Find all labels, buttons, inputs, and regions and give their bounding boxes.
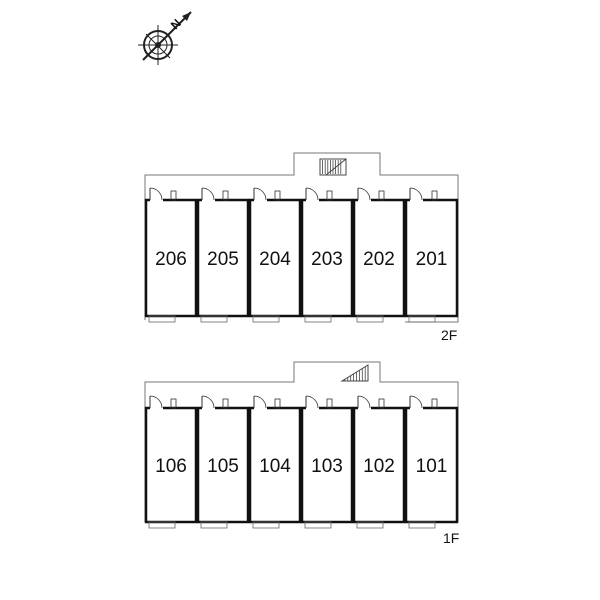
unit-104: 104 [248,395,302,529]
door-icon [409,395,423,409]
unit-102: 102 [352,395,406,529]
floor-label-2f: 2F [441,327,457,343]
unit-103: 103 [300,395,354,529]
unit-number: 202 [363,249,395,270]
unit-number: 101 [416,456,448,477]
unit-205: 205 [196,187,250,323]
door-icon [253,395,267,409]
door-icon [253,187,267,201]
door-icon [201,187,215,201]
compass: N [138,11,192,65]
door-icon [149,395,163,409]
door-icon [409,187,423,201]
unit-number: 106 [155,456,187,477]
door-icon [201,395,215,409]
compass-north-label: N [168,16,184,32]
unit-number: 203 [311,249,343,270]
unit-number: 104 [259,456,291,477]
door-icon [357,395,371,409]
door-icon [149,187,163,201]
unit-number: 103 [311,456,343,477]
corridor-outline-1f [144,361,459,522]
unit-number: 102 [363,456,395,477]
unit-number: 201 [416,249,448,270]
floor-2f: 206 205 204 203 202 201 [144,152,459,323]
unit-202: 202 [352,187,406,323]
unit-206: 206 [144,187,198,323]
unit-204: 204 [248,187,302,323]
unit-201: 201 [404,187,459,323]
staircase-icon [319,158,347,176]
unit-number: 205 [207,249,239,270]
staircase-icon [340,364,369,382]
unit-number: 206 [155,249,187,270]
unit-203: 203 [300,187,354,323]
floor-1f: 106 105 104 103 102 101 [144,361,459,529]
unit-number: 204 [259,249,291,270]
unit-number: 105 [207,456,239,477]
unit-101: 101 [404,395,459,529]
unit-106: 106 [144,395,198,529]
door-icon [357,187,371,201]
north-arrow-icon [138,11,192,65]
floor-label-1f: 1F [443,530,459,546]
unit-105: 105 [196,395,250,529]
door-icon [305,395,319,409]
door-icon [305,187,319,201]
